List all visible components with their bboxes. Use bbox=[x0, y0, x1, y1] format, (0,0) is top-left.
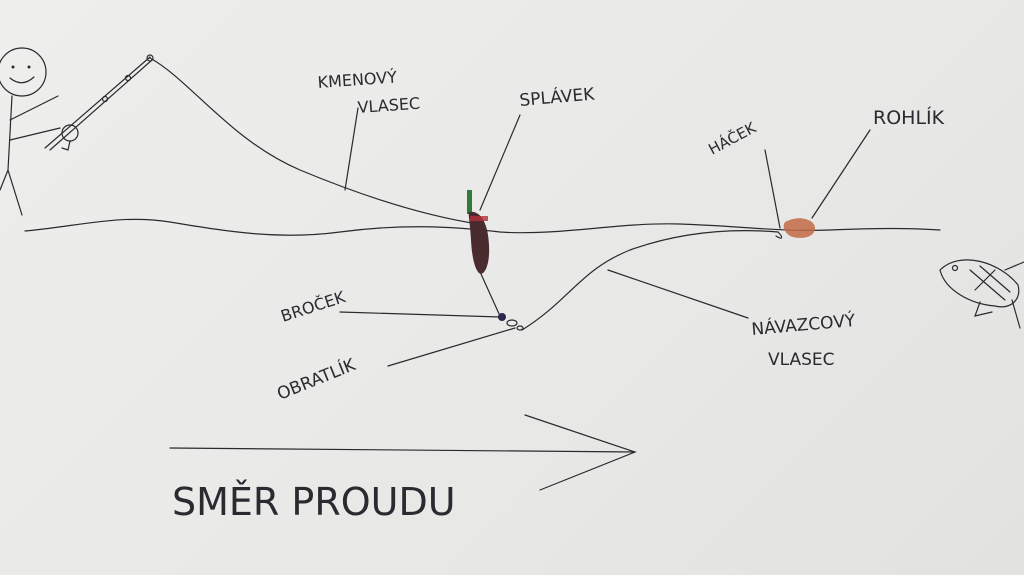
fishing-rod bbox=[44, 54, 154, 151]
main-line bbox=[149, 57, 479, 225]
label-main-line-2: VLASEC bbox=[357, 94, 421, 117]
label-swivel: OBRATLÍK bbox=[274, 353, 360, 405]
fish bbox=[939, 259, 1024, 329]
label-pointers bbox=[339, 107, 871, 367]
swivel bbox=[506, 319, 518, 327]
stick-figure-angler bbox=[0, 47, 61, 216]
float bbox=[467, 190, 524, 331]
label-bait: ROHLÍK bbox=[873, 106, 945, 129]
label-hook: HÁČEK bbox=[705, 117, 760, 158]
bread-bait bbox=[783, 218, 815, 238]
label-current-direction: SMĚR PROUDU bbox=[172, 480, 456, 524]
label-split-shot: BROČEK bbox=[278, 287, 348, 326]
split-shot bbox=[498, 313, 506, 321]
leader-line bbox=[521, 229, 779, 331]
current-arrow bbox=[169, 414, 637, 491]
hook bbox=[775, 231, 783, 239]
label-float: SPLÁVEK bbox=[519, 82, 596, 111]
water-surface bbox=[24, 218, 941, 236]
label-leader: NÁVAZCOVÝ bbox=[751, 309, 857, 340]
label-leader-2: VLASEC bbox=[768, 350, 835, 370]
label-main-line: KMENOVÝ bbox=[317, 67, 398, 92]
